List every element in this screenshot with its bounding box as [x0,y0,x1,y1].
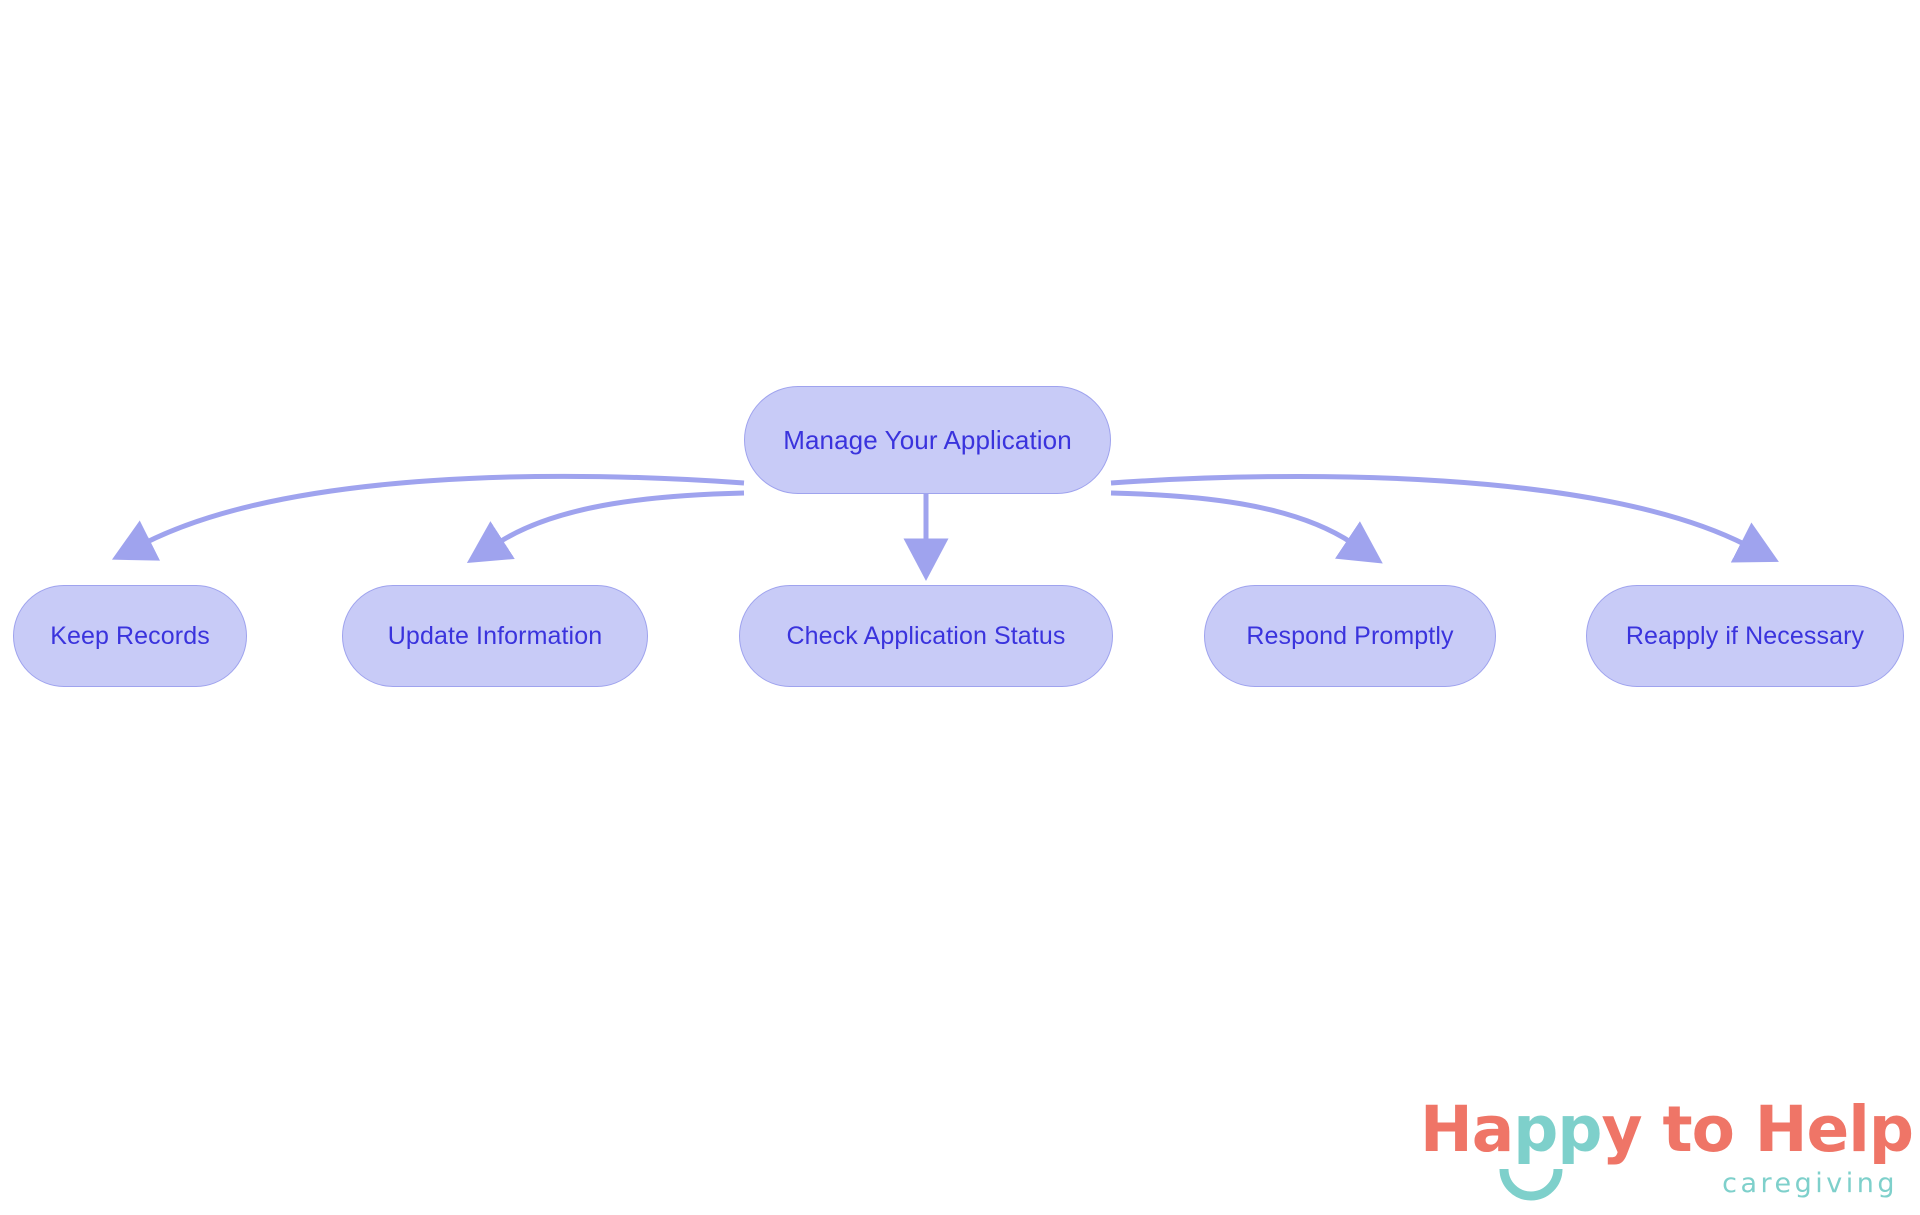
smile-icon [1499,1168,1563,1201]
logo-letter-a: a [1471,1093,1515,1166]
logo-letter-h: H [1420,1093,1473,1166]
edge-root-to-reapply-if-necessary [1110,473,1779,563]
node-reapply-if-necessary[interactable]: Reapply if Necessary [1586,585,1904,687]
edge-root-to-respond-promptly [1110,490,1383,564]
node-label: Keep Records [50,621,210,650]
logo-tagline: caregiving [1722,1168,1898,1199]
logo-letter-y: y [1601,1093,1642,1166]
node-manage-your-application[interactable]: Manage Your Application [744,386,1111,494]
node-keep-records[interactable]: Keep Records [13,585,247,687]
node-check-application-status[interactable]: Check Application Status [739,585,1113,687]
node-label: Reapply if Necessary [1625,621,1865,650]
node-label: Manage Your Application [783,424,1072,455]
edge-root-to-keep-records [111,473,745,561]
node-update-information[interactable]: Update Information [342,585,648,687]
node-label: Check Application Status [786,621,1066,650]
logo-wordmark: Happy to Help [1420,1098,1914,1161]
brand-logo: Happy to Help caregiving [1420,1098,1914,1208]
edge-root-to-update-information [466,490,745,564]
node-respond-promptly[interactable]: Respond Promptly [1204,585,1496,687]
node-label: Update Information [387,621,603,650]
logo-words-to-help: to Help [1641,1093,1914,1166]
logo-letters-pp: pp [1513,1093,1602,1166]
node-label: Respond Promptly [1246,621,1454,650]
